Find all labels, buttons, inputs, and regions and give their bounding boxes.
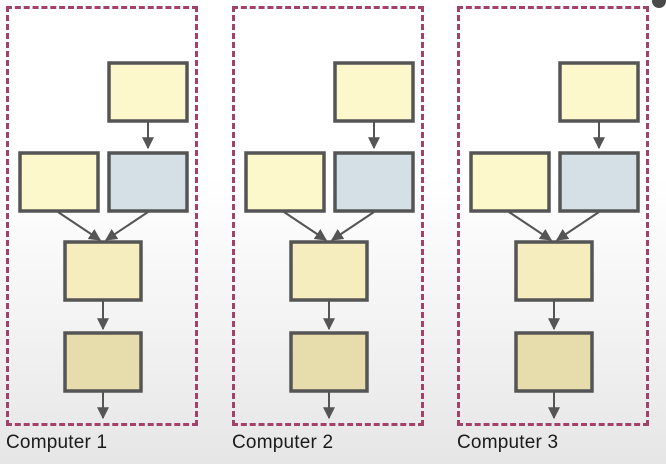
node-center (514, 240, 594, 302)
node-top (558, 61, 640, 123)
computer-3-panel: Computer 3 (451, 0, 666, 464)
computer-2-boundary (232, 6, 424, 426)
node-right (558, 151, 640, 213)
node-bottom (63, 331, 143, 393)
computer-2-graph (244, 61, 415, 420)
computer-1-panel: Computer 1 (0, 0, 225, 464)
node-bottom (289, 331, 369, 393)
node-right (333, 151, 415, 213)
node-top (333, 61, 415, 123)
computer-3-label: Computer 3 (457, 432, 559, 453)
edge-right-to-center (105, 211, 149, 241)
corner-dot-icon (652, 0, 666, 8)
node-center (63, 240, 143, 302)
edge-left-to-center (283, 211, 327, 241)
computer-2-panel: Computer 2 (226, 0, 451, 464)
edge-right-to-center (331, 211, 375, 241)
computer-1-label: Computer 1 (6, 432, 108, 453)
node-top (107, 61, 189, 123)
node-bottom (514, 331, 594, 393)
node-left (469, 151, 551, 213)
node-right (107, 151, 189, 213)
node-left (18, 151, 100, 213)
edge-left-to-center (508, 211, 552, 241)
node-center (289, 240, 369, 302)
computer-1-boundary (6, 6, 198, 426)
edge-right-to-center (556, 211, 600, 241)
computer-3-boundary (457, 6, 649, 426)
computer-2-label: Computer 2 (232, 432, 334, 453)
computer-1-graph (18, 61, 189, 420)
node-left (244, 151, 326, 213)
edge-left-to-center (57, 211, 101, 241)
computer-3-graph (469, 61, 640, 420)
